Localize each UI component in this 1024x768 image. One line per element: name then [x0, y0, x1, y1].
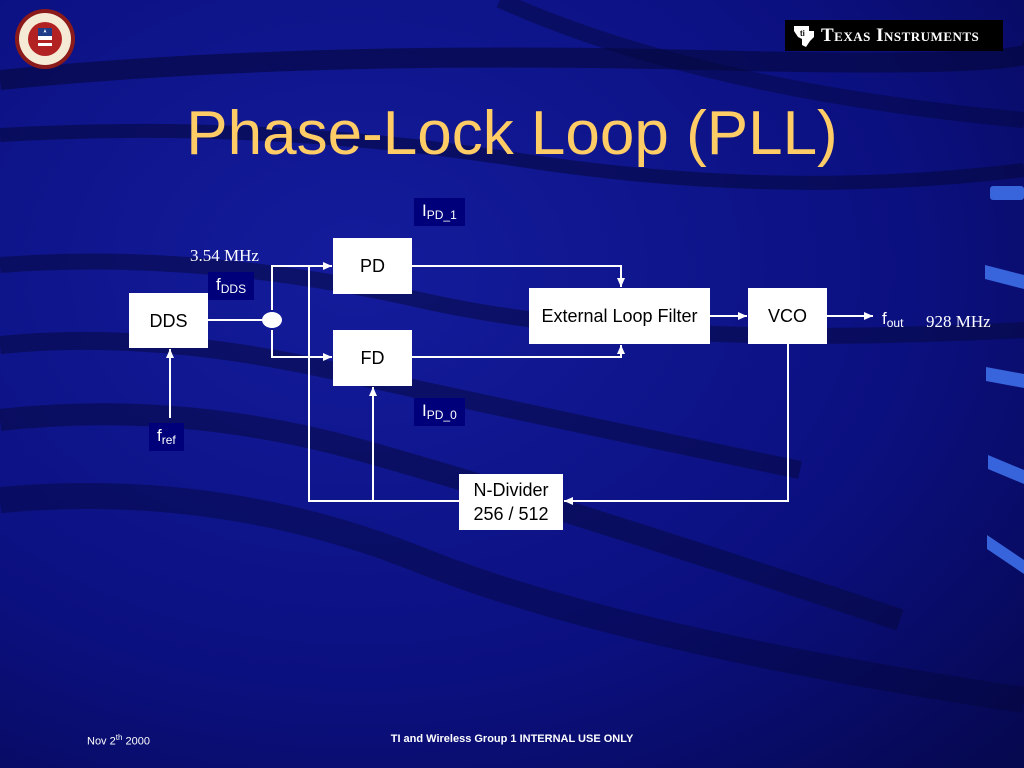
block-divider-label-2: 256 / 512 [473, 504, 549, 524]
label-f-dds: fDDS [208, 272, 255, 300]
ti-logo-text: Texas Instruments [821, 24, 980, 46]
ti-logo-icon: ti [794, 25, 814, 47]
block-n-divider: N-Divider 256 / 512 [459, 474, 563, 530]
label-f-ref-base: f [157, 426, 162, 445]
footer-date-suffix: 2000 [122, 735, 150, 748]
label-f-dds-base: f [216, 275, 221, 294]
block-divider-label-1: N-Divider [473, 480, 549, 500]
dds-frequency: 3.54 MHz [190, 246, 259, 265]
block-vco: VCO [748, 288, 827, 344]
texas-instruments-logo: ti Texas Instruments [785, 20, 1003, 51]
block-vco-label: VCO [767, 306, 807, 326]
label-f-out: fout [874, 306, 911, 334]
block-pd-label: PD [359, 256, 385, 276]
wire-vco-to-divider [564, 343, 789, 505]
block-dds-label: DDS [149, 310, 188, 331]
label-i-pd-0: IPD_0 [414, 398, 465, 426]
label-i-pd-1-base: I [422, 201, 427, 220]
footer-date-sup: th [115, 733, 123, 742]
wire-pd-to-filter [412, 265, 625, 287]
slide-title: Phase-Lock Loop (PLL) [186, 99, 838, 168]
block-pd: PD [333, 238, 412, 294]
university-seal-icon [15, 9, 75, 69]
label-i-pd-0-base: I [422, 401, 427, 420]
wire-fd-to-filter [412, 345, 625, 358]
block-fd-label: FD [360, 348, 385, 368]
label-f-dds-sub: DDS [220, 282, 247, 296]
block-external-loop-filter: External Loop Filter [529, 288, 710, 344]
block-loop-filter-label: External Loop Filter [541, 306, 698, 326]
footer-date: Nov 2th 2000 [87, 733, 150, 748]
label-i-pd-1: IPD_1 [414, 198, 465, 226]
svg-text:ti: ti [800, 29, 805, 38]
wire-splitter-to-fd [271, 330, 332, 361]
splitter-node [262, 312, 282, 328]
label-f-out-base: f [882, 309, 887, 328]
label-i-pd-1-sub: PD_1 [426, 208, 457, 222]
wire-splitter-to-pd [271, 262, 332, 310]
label-i-pd-0-sub: PD_0 [426, 408, 457, 422]
footer-notice: TI and Wireless Group 1 INTERNAL USE ONL… [390, 733, 634, 745]
wire-divider-to-pd [308, 266, 459, 502]
block-fd: FD [333, 330, 412, 386]
label-f-out-sub: out [886, 316, 904, 330]
block-dds: DDS [129, 293, 208, 348]
output-frequency: 928 MHz [926, 312, 991, 331]
label-f-ref-sub: ref [161, 433, 176, 447]
footer-date-prefix: Nov 2 [87, 735, 116, 748]
label-f-ref: fref [149, 423, 184, 451]
